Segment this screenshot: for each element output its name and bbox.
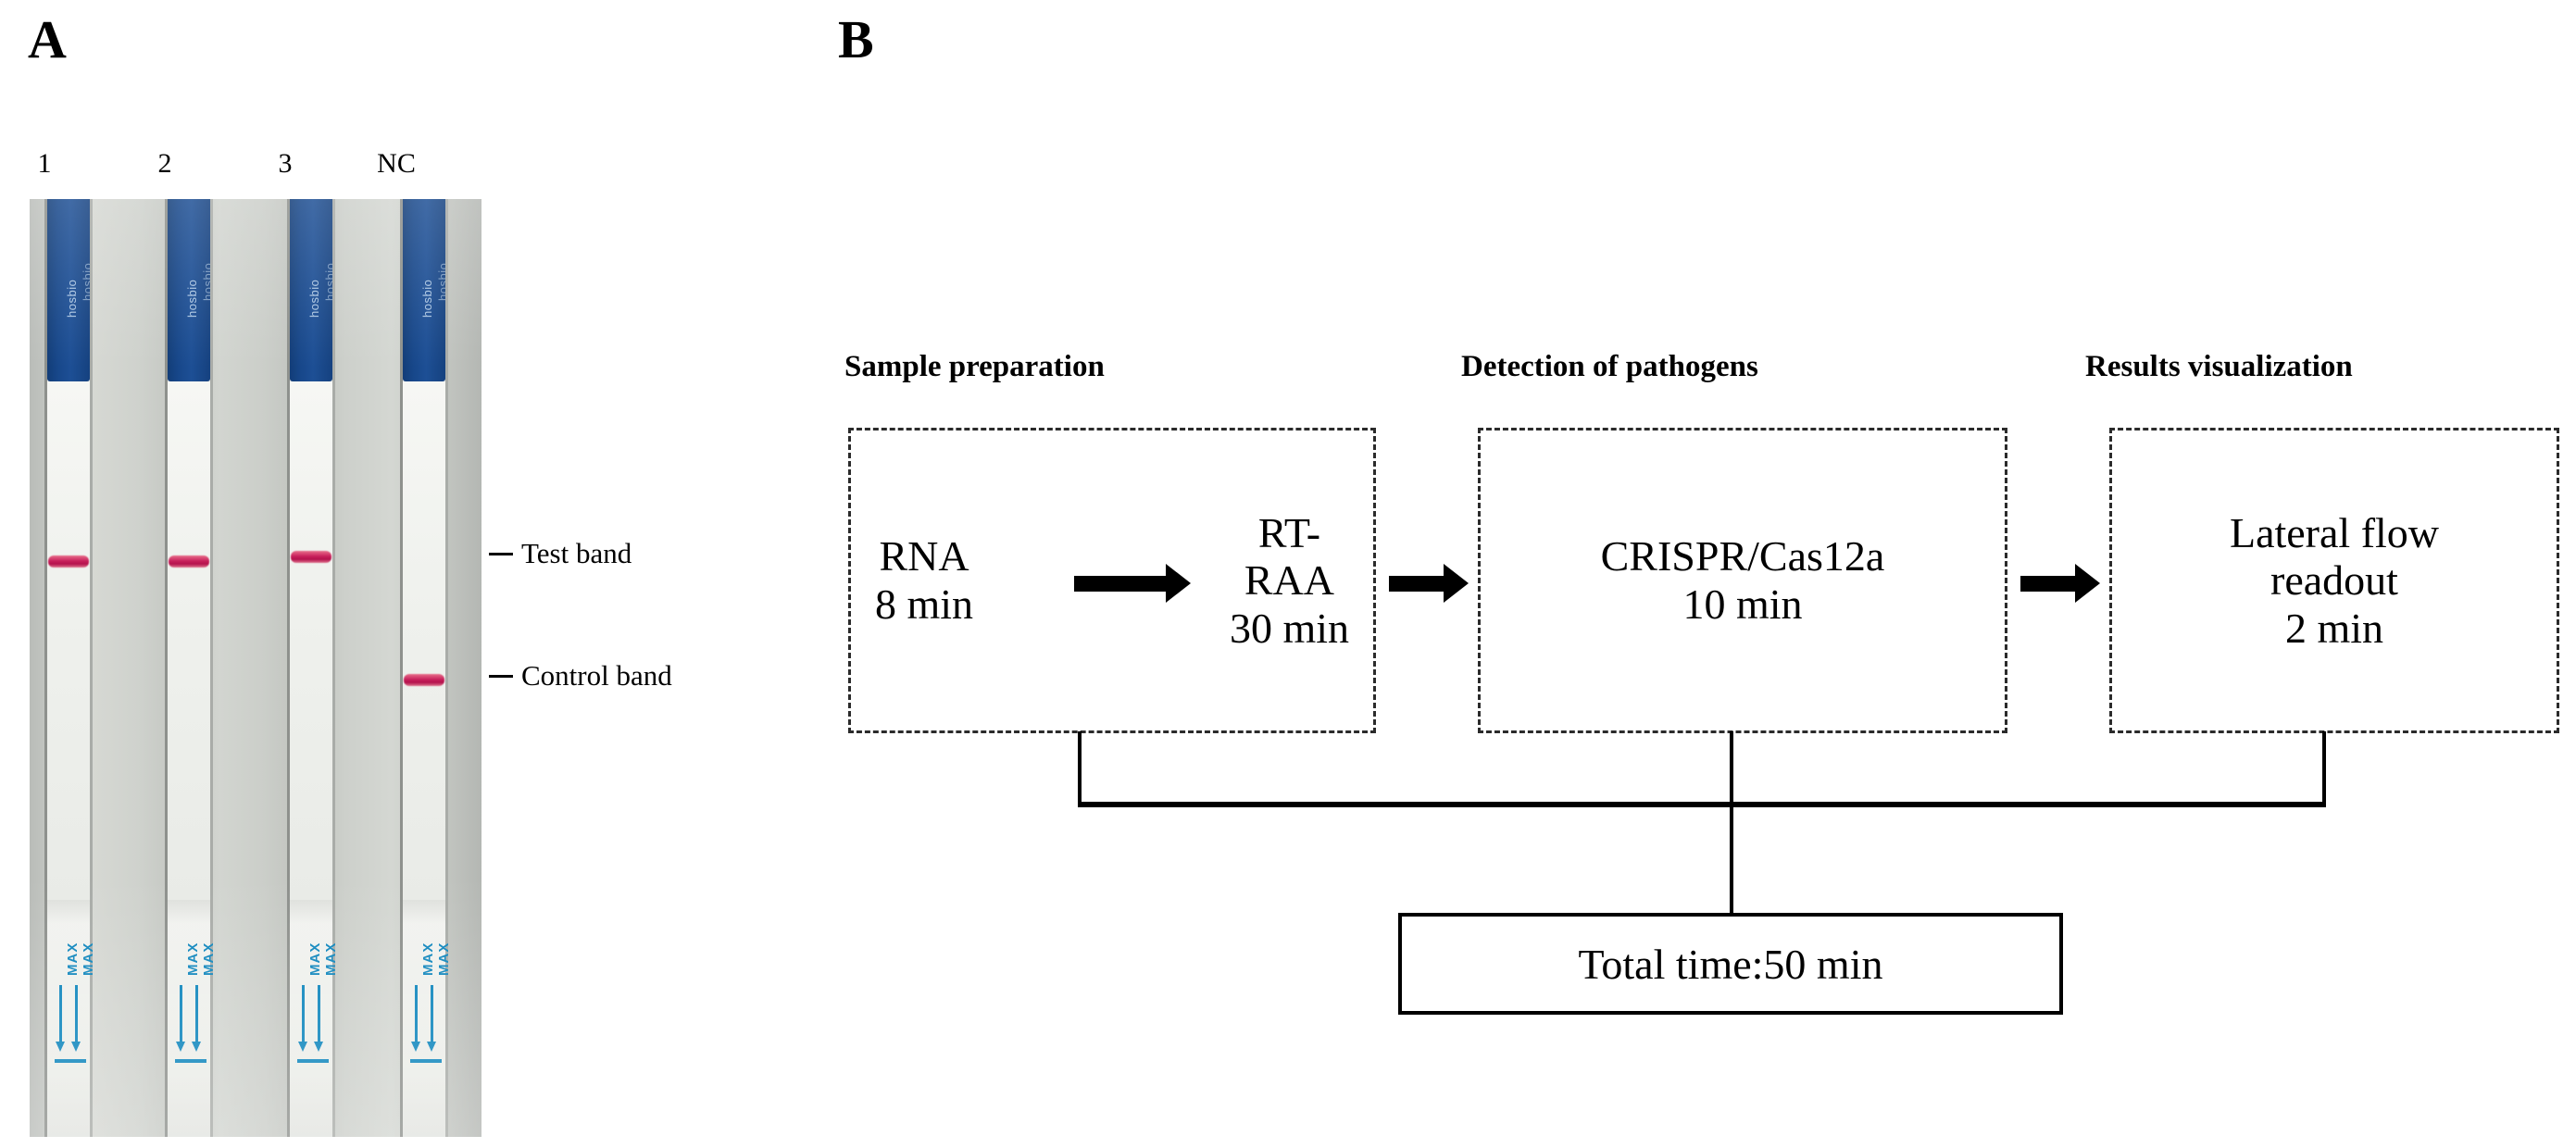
down-arrow-icon bbox=[56, 985, 65, 1052]
test-band bbox=[48, 555, 89, 568]
max-label: MAX bbox=[65, 942, 81, 976]
down-arrow-icon bbox=[176, 985, 185, 1052]
callout-control-band: Control band bbox=[489, 659, 672, 693]
total-time-box: Total time:50 min bbox=[1398, 913, 2063, 1015]
lateral-flow-strip-photo: hosbio hosbio MAX MAX hosbio hosbio MAX … bbox=[30, 199, 481, 1137]
strip-lane-1: hosbio hosbio MAX MAX bbox=[44, 199, 96, 1137]
strip-absorbent-pad: MAX MAX bbox=[290, 900, 339, 1137]
strip-brand-text: hosbio bbox=[420, 279, 434, 318]
max-label: MAX bbox=[201, 942, 217, 976]
max-label: MAX bbox=[420, 942, 436, 976]
callout-label: Control band bbox=[521, 659, 672, 692]
strip-brand-text-shadow: hosbio bbox=[436, 262, 445, 301]
strip-absorbent-pad: MAX MAX bbox=[47, 900, 96, 1137]
max-label: MAX bbox=[185, 942, 201, 976]
total-time-label: Total time:50 min bbox=[1578, 940, 1883, 988]
panel-b-letter: B bbox=[838, 9, 874, 69]
max-fill-marking: MAX MAX bbox=[52, 928, 96, 1085]
down-arrow-icon bbox=[298, 985, 307, 1052]
step-crispr-cas12a: CRISPR/Cas12a 10 min bbox=[1600, 532, 1885, 628]
fill-line bbox=[175, 1059, 206, 1063]
leader-line bbox=[489, 674, 513, 678]
step-box-results-visualization: Lateral flow readout 2 min bbox=[2109, 428, 2559, 733]
strip-brand-text-shadow: hosbio bbox=[81, 262, 90, 301]
strip-brand-text-shadow: hosbio bbox=[323, 262, 332, 301]
step-box-detection-of-pathogens: CRISPR/Cas12a 10 min bbox=[1478, 428, 2007, 733]
max-label: MAX bbox=[436, 942, 452, 976]
connector-drop-right bbox=[2322, 731, 2326, 807]
strip-brand-text: hosbio bbox=[65, 279, 79, 318]
strip-label-nc: NC bbox=[377, 148, 416, 179]
strip-membrane bbox=[290, 381, 332, 900]
fill-line bbox=[55, 1059, 86, 1063]
down-arrow-icon bbox=[411, 985, 420, 1052]
panel-a-letter: A bbox=[28, 9, 67, 69]
strip-lane-nc: hosbio hosbio MAX MAX bbox=[400, 199, 452, 1137]
max-label: MAX bbox=[323, 942, 339, 976]
fill-line bbox=[410, 1059, 442, 1063]
strip-label-3: 3 bbox=[278, 148, 293, 179]
strip-brand-text: hosbio bbox=[307, 279, 321, 318]
step-lateral-flow-readout: Lateral flow readout 2 min bbox=[2229, 508, 2440, 652]
strip-cap: hosbio hosbio bbox=[168, 199, 210, 381]
down-arrow-icon bbox=[427, 985, 436, 1052]
arrow-step1-to-step2-icon bbox=[1389, 564, 1469, 603]
connector-bus bbox=[1078, 802, 2326, 807]
max-fill-marking: MAX MAX bbox=[407, 928, 452, 1085]
arrow-rna-to-rtraa-icon bbox=[1074, 564, 1191, 603]
strip-absorbent-pad: MAX MAX bbox=[168, 900, 217, 1137]
step-rna: RNA 8 min bbox=[875, 532, 974, 628]
down-arrow-icon bbox=[314, 985, 323, 1052]
strip-membrane bbox=[168, 381, 210, 900]
control-band bbox=[404, 674, 444, 686]
down-arrow-icon bbox=[192, 985, 201, 1052]
strip-label-1: 1 bbox=[37, 148, 52, 179]
strip-cap: hosbio hosbio bbox=[290, 199, 332, 381]
connector-drop-center-upper bbox=[1730, 731, 1733, 807]
section-header-sample-preparation: Sample preparation bbox=[844, 350, 1105, 383]
strip-cap: hosbio hosbio bbox=[47, 199, 90, 381]
strip-lane-3: hosbio hosbio MAX MAX bbox=[287, 199, 339, 1137]
strip-brand-text-shadow: hosbio bbox=[201, 262, 210, 301]
section-header-results-visualization: Results visualization bbox=[2085, 350, 2353, 383]
max-label: MAX bbox=[81, 942, 96, 976]
leader-line bbox=[489, 552, 513, 555]
test-band bbox=[291, 551, 331, 563]
section-header-detection-of-pathogens: Detection of pathogens bbox=[1461, 350, 1758, 383]
step-box-sample-preparation: RNA 8 min RT- RAA 30 min bbox=[848, 428, 1376, 733]
max-label: MAX bbox=[307, 942, 323, 976]
strip-label-2: 2 bbox=[157, 148, 172, 179]
callout-label: Test band bbox=[521, 537, 632, 569]
step-rt-raa: RT- RAA 30 min bbox=[1229, 508, 1349, 652]
connector-drop-left bbox=[1078, 731, 1082, 807]
strip-brand-text: hosbio bbox=[185, 279, 199, 318]
callout-test-band: Test band bbox=[489, 537, 631, 570]
max-fill-marking: MAX MAX bbox=[294, 928, 339, 1085]
strip-cap: hosbio hosbio bbox=[403, 199, 445, 381]
max-fill-marking: MAX MAX bbox=[172, 928, 217, 1085]
test-band bbox=[169, 555, 209, 568]
down-arrow-icon bbox=[71, 985, 81, 1052]
connector-drop-center-lower bbox=[1730, 802, 1733, 915]
fill-line bbox=[297, 1059, 329, 1063]
strip-membrane bbox=[403, 381, 445, 900]
strip-membrane bbox=[47, 381, 90, 900]
strip-absorbent-pad: MAX MAX bbox=[403, 900, 452, 1137]
strip-lane-2: hosbio hosbio MAX MAX bbox=[165, 199, 217, 1137]
arrow-step2-to-step3-icon bbox=[2020, 564, 2100, 603]
